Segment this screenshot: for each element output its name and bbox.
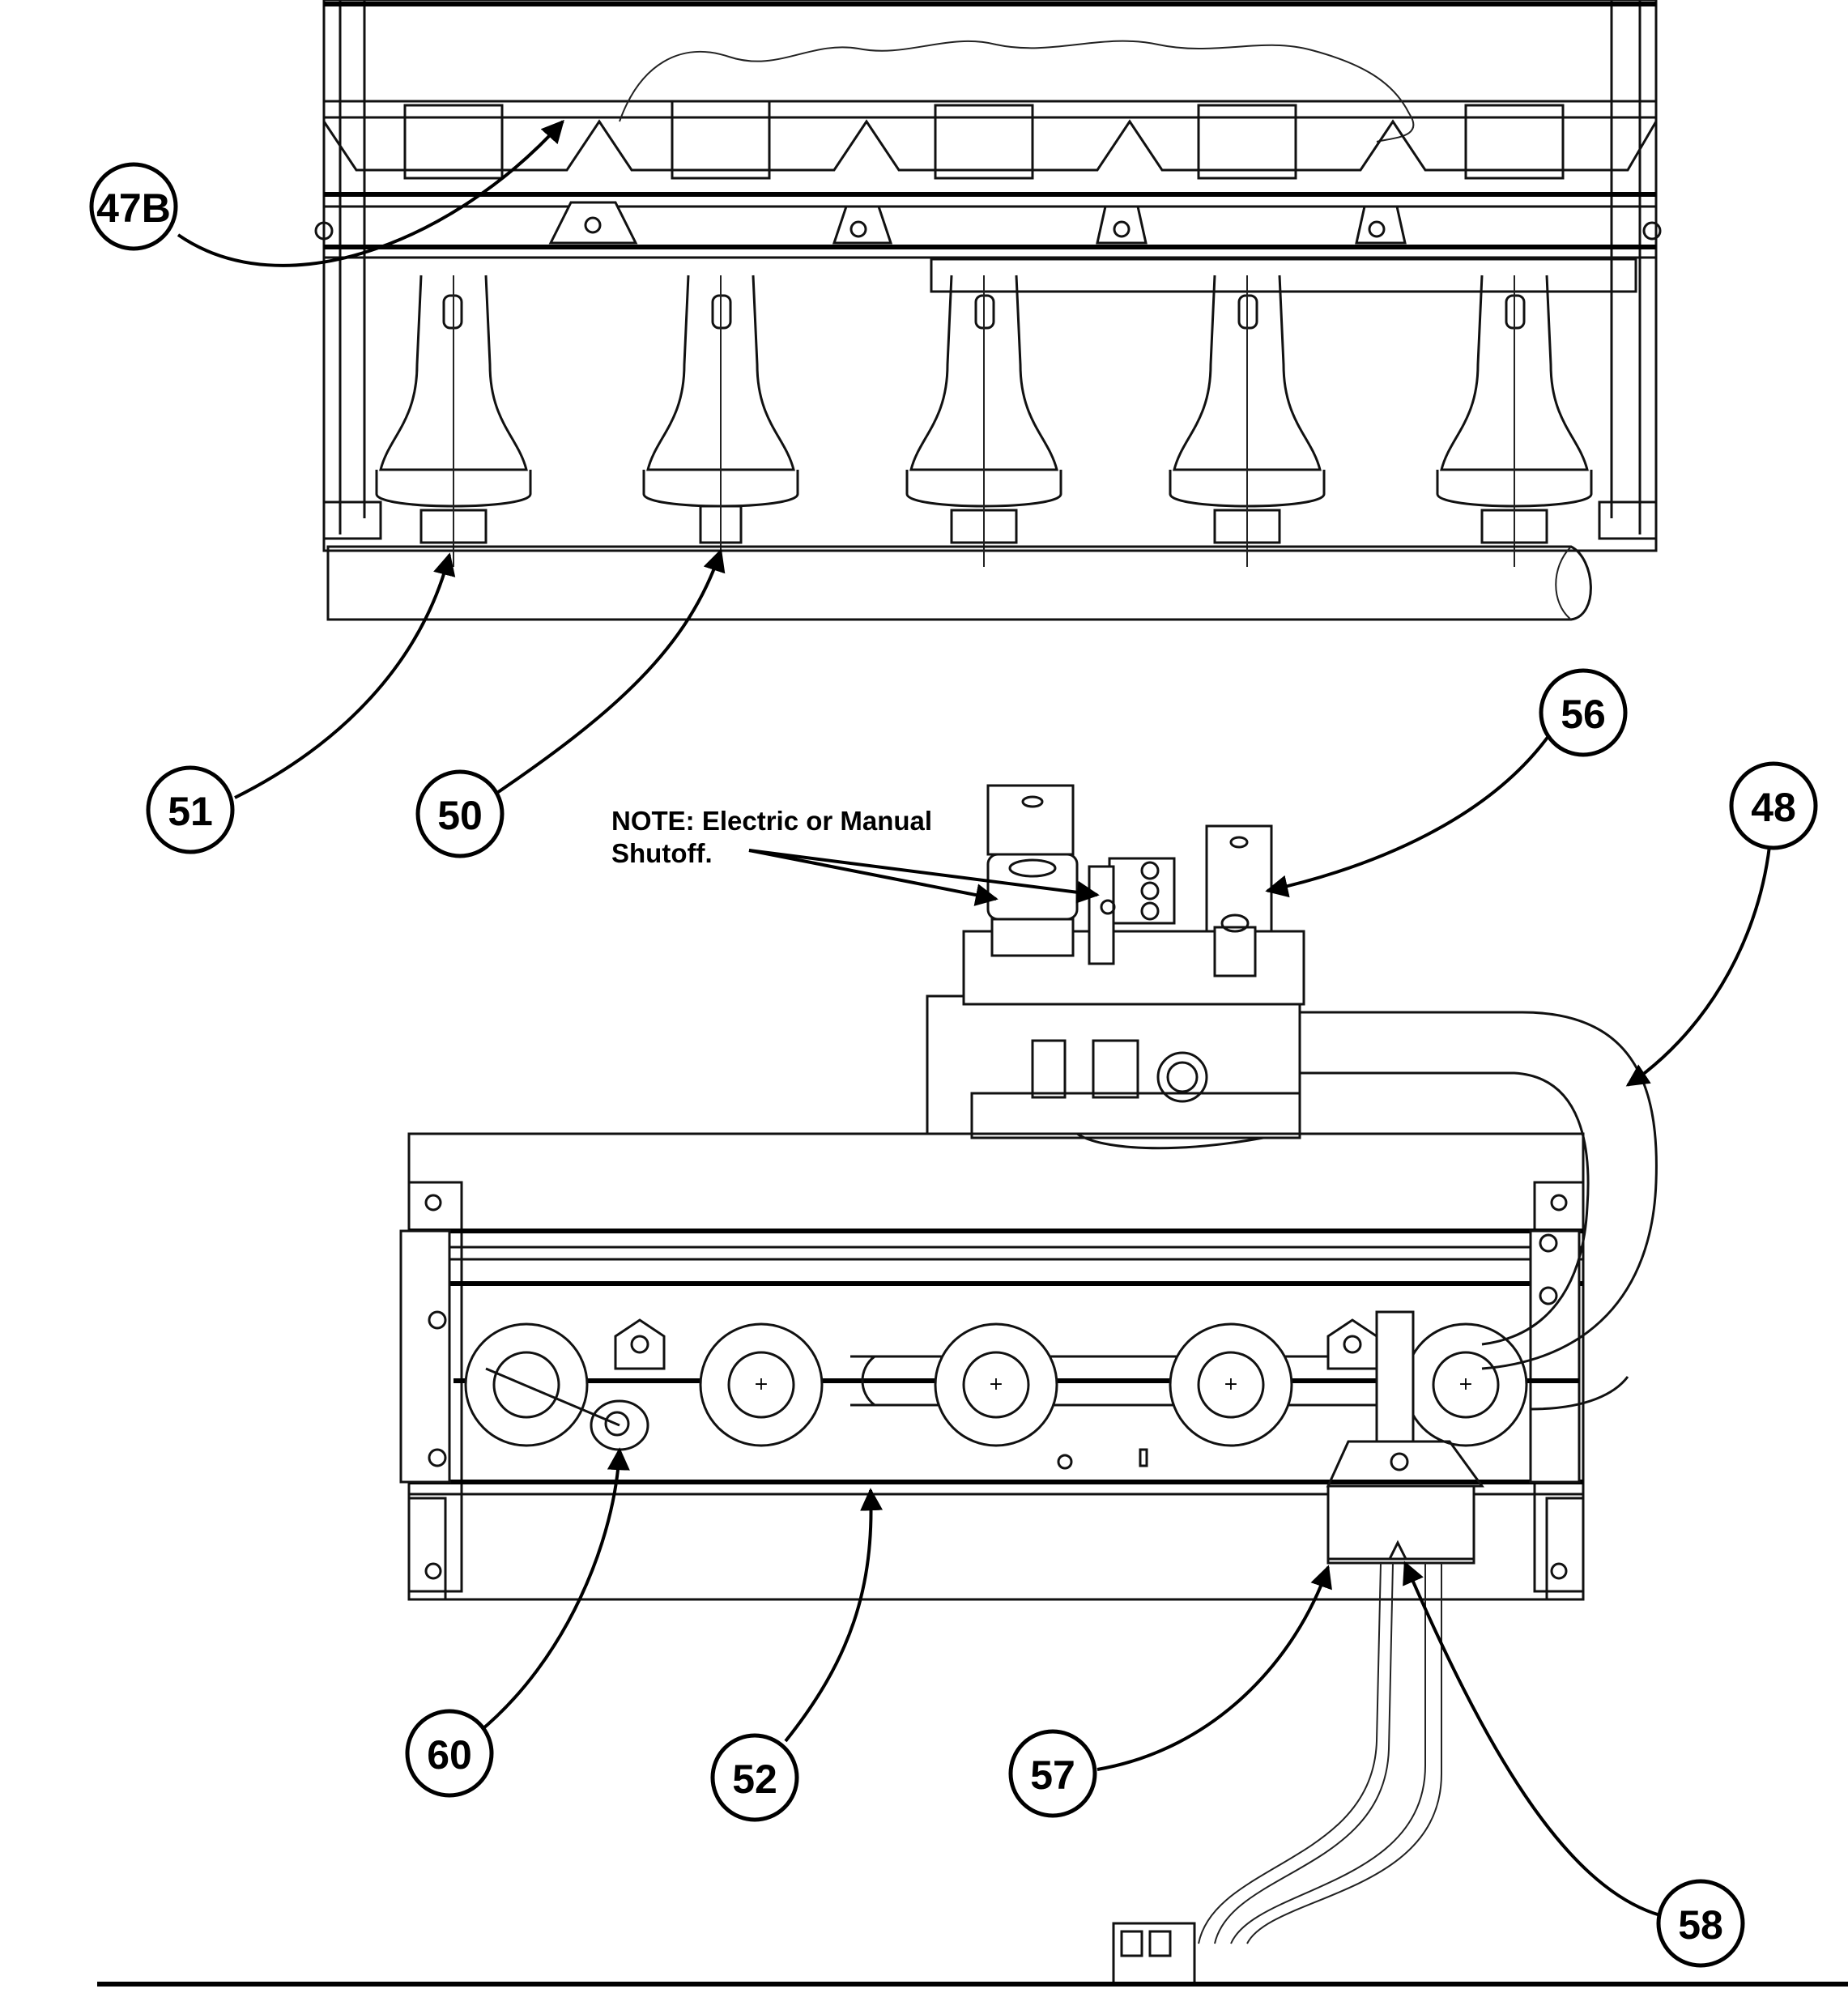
callout-48: 48 <box>1729 761 1818 850</box>
svg-text:+: + <box>989 1374 1003 1395</box>
svg-text:+: + <box>1224 1374 1238 1395</box>
note-line-2: Shutoff. <box>611 838 713 868</box>
svg-text:51: 51 <box>168 789 213 834</box>
svg-text:56: 56 <box>1561 692 1606 737</box>
callout-58: 58 <box>1656 1879 1745 1968</box>
svg-text:58: 58 <box>1678 1902 1723 1948</box>
mounting-tabs <box>314 201 1662 245</box>
gas-supply-tube <box>1300 1011 1658 1411</box>
svg-text:52: 52 <box>732 1757 777 1802</box>
svg-text:+: + <box>754 1374 769 1395</box>
callout-52: 52 <box>710 1733 799 1822</box>
svg-text:+: + <box>1458 1374 1473 1395</box>
callout-57: 57 <box>1008 1729 1097 1818</box>
note-line-1: NOTE: Electric or Manual <box>611 806 932 836</box>
heat-exchanger-cells <box>403 100 1565 180</box>
svg-text:48: 48 <box>1751 785 1796 830</box>
leader-lines <box>177 119 1771 1917</box>
callout-50: 50 <box>415 769 505 858</box>
orifice-rings: + + + + <box>464 1322 1528 1447</box>
shutoff-note: NOTE: Electric or Manual Shutoff. <box>611 806 932 868</box>
gas-valve <box>926 784 1305 1150</box>
svg-text:57: 57 <box>1030 1752 1075 1798</box>
svg-text:60: 60 <box>427 1732 472 1778</box>
callout-60: 60 <box>405 1709 494 1798</box>
callout-56: 56 <box>1539 668 1628 757</box>
burner-rail-assembly: + + + + <box>399 1132 1585 1601</box>
callout-51: 51 <box>146 765 235 854</box>
sensor-wire-harness <box>1112 1562 1442 1986</box>
burners <box>375 275 1593 567</box>
callout-47b: 47B <box>89 162 178 251</box>
burner-box-assembly <box>314 0 1662 621</box>
svg-text:47B: 47B <box>96 185 171 231</box>
svg-text:50: 50 <box>437 793 483 838</box>
